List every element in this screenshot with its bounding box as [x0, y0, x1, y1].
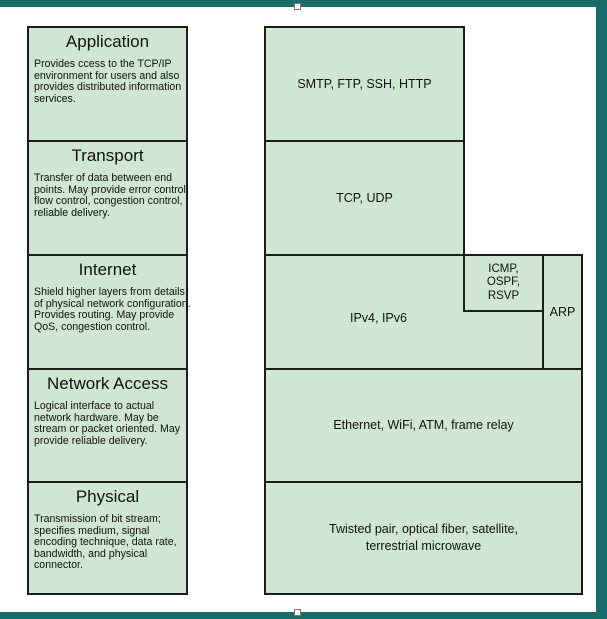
resize-handle-bottom[interactable] [294, 609, 301, 616]
protocol-rsvp: RSVP [487, 289, 520, 302]
layer-description: Shield higher layers from details of phy… [34, 286, 191, 333]
protocols-icmp-ospf-rsvp: ICMP, OSPF, RSVP [463, 254, 544, 312]
layer-internet: Internet Shield higher layers from detai… [27, 254, 191, 370]
protocols-physical-line2: terrestrial microwave [365, 539, 482, 553]
protocols-arp: ARP [542, 254, 583, 370]
protocols-application: SMTP, FTP, SSH, HTTP [264, 26, 465, 142]
protocol-arp: ARP [549, 304, 576, 319]
diagram-frame: Application Provides ccess to the TCP/IP… [0, 7, 596, 612]
protocols-network-access-text: Ethernet, WiFi, ATM, frame relay [333, 418, 514, 432]
protocols-physical-line1: Twisted pair, optical fiber, satellite, [329, 522, 518, 536]
layer-title: Physical [75, 487, 140, 506]
layer-title: Transport [71, 146, 144, 165]
layer-transport: Transport Transfer of data between end p… [27, 140, 189, 256]
protocols-transport-text: TCP, UDP [336, 190, 393, 205]
protocols-physical: Twisted pair, optical fiber, satellite, … [264, 481, 583, 595]
layer-network-access: Network Access Logical interface to actu… [27, 368, 188, 483]
protocols-application-text: SMTP, FTP, SSH, HTTP [297, 76, 432, 91]
protocols-internet-text: IPv4, IPv6 [350, 310, 407, 325]
layer-description: Transmission of bit stream; specifies me… [34, 513, 177, 572]
layer-description: Provides ccess to the TCP/IP environment… [34, 58, 182, 105]
protocols-transport: TCP, UDP [264, 140, 465, 256]
layer-title: Application [65, 32, 150, 51]
layer-physical: Physical Transmission of bit stream; spe… [27, 481, 188, 595]
protocols-network-access: Ethernet, WiFi, ATM, frame relay [264, 368, 583, 483]
layer-title: Network Access [47, 374, 168, 393]
resize-handle-top[interactable] [294, 3, 301, 10]
layer-description: Logical interface to actual network hard… [34, 400, 181, 447]
layer-description: Transfer of data between end points. May… [34, 172, 189, 219]
layer-title: Internet [78, 260, 137, 279]
protocol-icmp: ICMP, [488, 262, 519, 275]
protocol-ospf: OSPF, [486, 276, 521, 289]
layer-application: Application Provides ccess to the TCP/IP… [27, 26, 188, 142]
